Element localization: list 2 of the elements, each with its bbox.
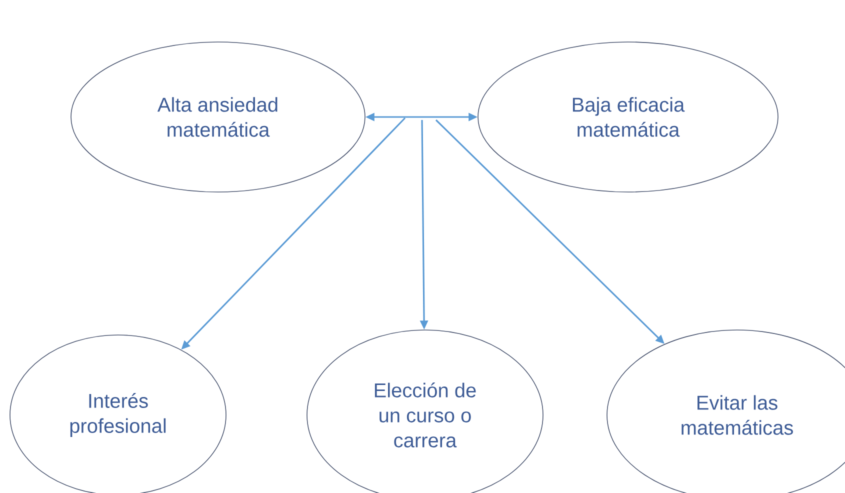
ellipse-node: Alta ansiedad matemática <box>70 42 366 192</box>
ellipse-node: Baja eficacia matemática <box>478 42 778 192</box>
